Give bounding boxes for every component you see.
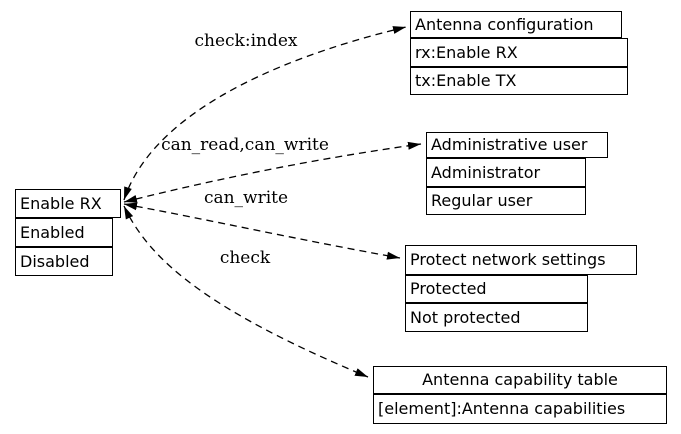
edge-can-read-can-write-line [123, 141, 422, 203]
node-antenna-configuration-value-tx: tx:Enable TX [410, 67, 628, 95]
node-enable-rx-value-enabled: Enabled [15, 218, 113, 247]
node-enable-rx-value-disabled: Disabled [15, 247, 113, 276]
node-antenna-capability-table-value-element: [element]:Antenna capabilities [373, 394, 667, 424]
node-administrative-user-title: Administrative user [426, 132, 608, 158]
node-antenna-configuration-value-rx: rx:Enable RX [410, 38, 628, 67]
node-administrative-user-value-administrator: Administrator [426, 158, 586, 187]
node-antenna-capability-table-title: Antenna capability table [373, 366, 667, 394]
node-protect-network-settings-title: Protect network settings [405, 245, 637, 275]
node-antenna-configuration-title: Antenna configuration [410, 11, 622, 38]
edge-label-check: check [219, 248, 271, 268]
edge-label-can-write: can_write [203, 188, 289, 208]
edge-check-line [123, 205, 369, 378]
edge-label-check-index: check:index [194, 31, 298, 51]
edge-check-index-line [123, 26, 407, 201]
node-protect-network-settings-value-not-protected: Not protected [405, 303, 588, 332]
edge-label-can-read-can-write: can_read,can_write [161, 135, 329, 155]
node-administrative-user-value-regular-user: Regular user [426, 187, 586, 215]
node-enable-rx-title: Enable RX [15, 189, 121, 218]
node-protect-network-settings-value-protected: Protected [405, 275, 588, 303]
